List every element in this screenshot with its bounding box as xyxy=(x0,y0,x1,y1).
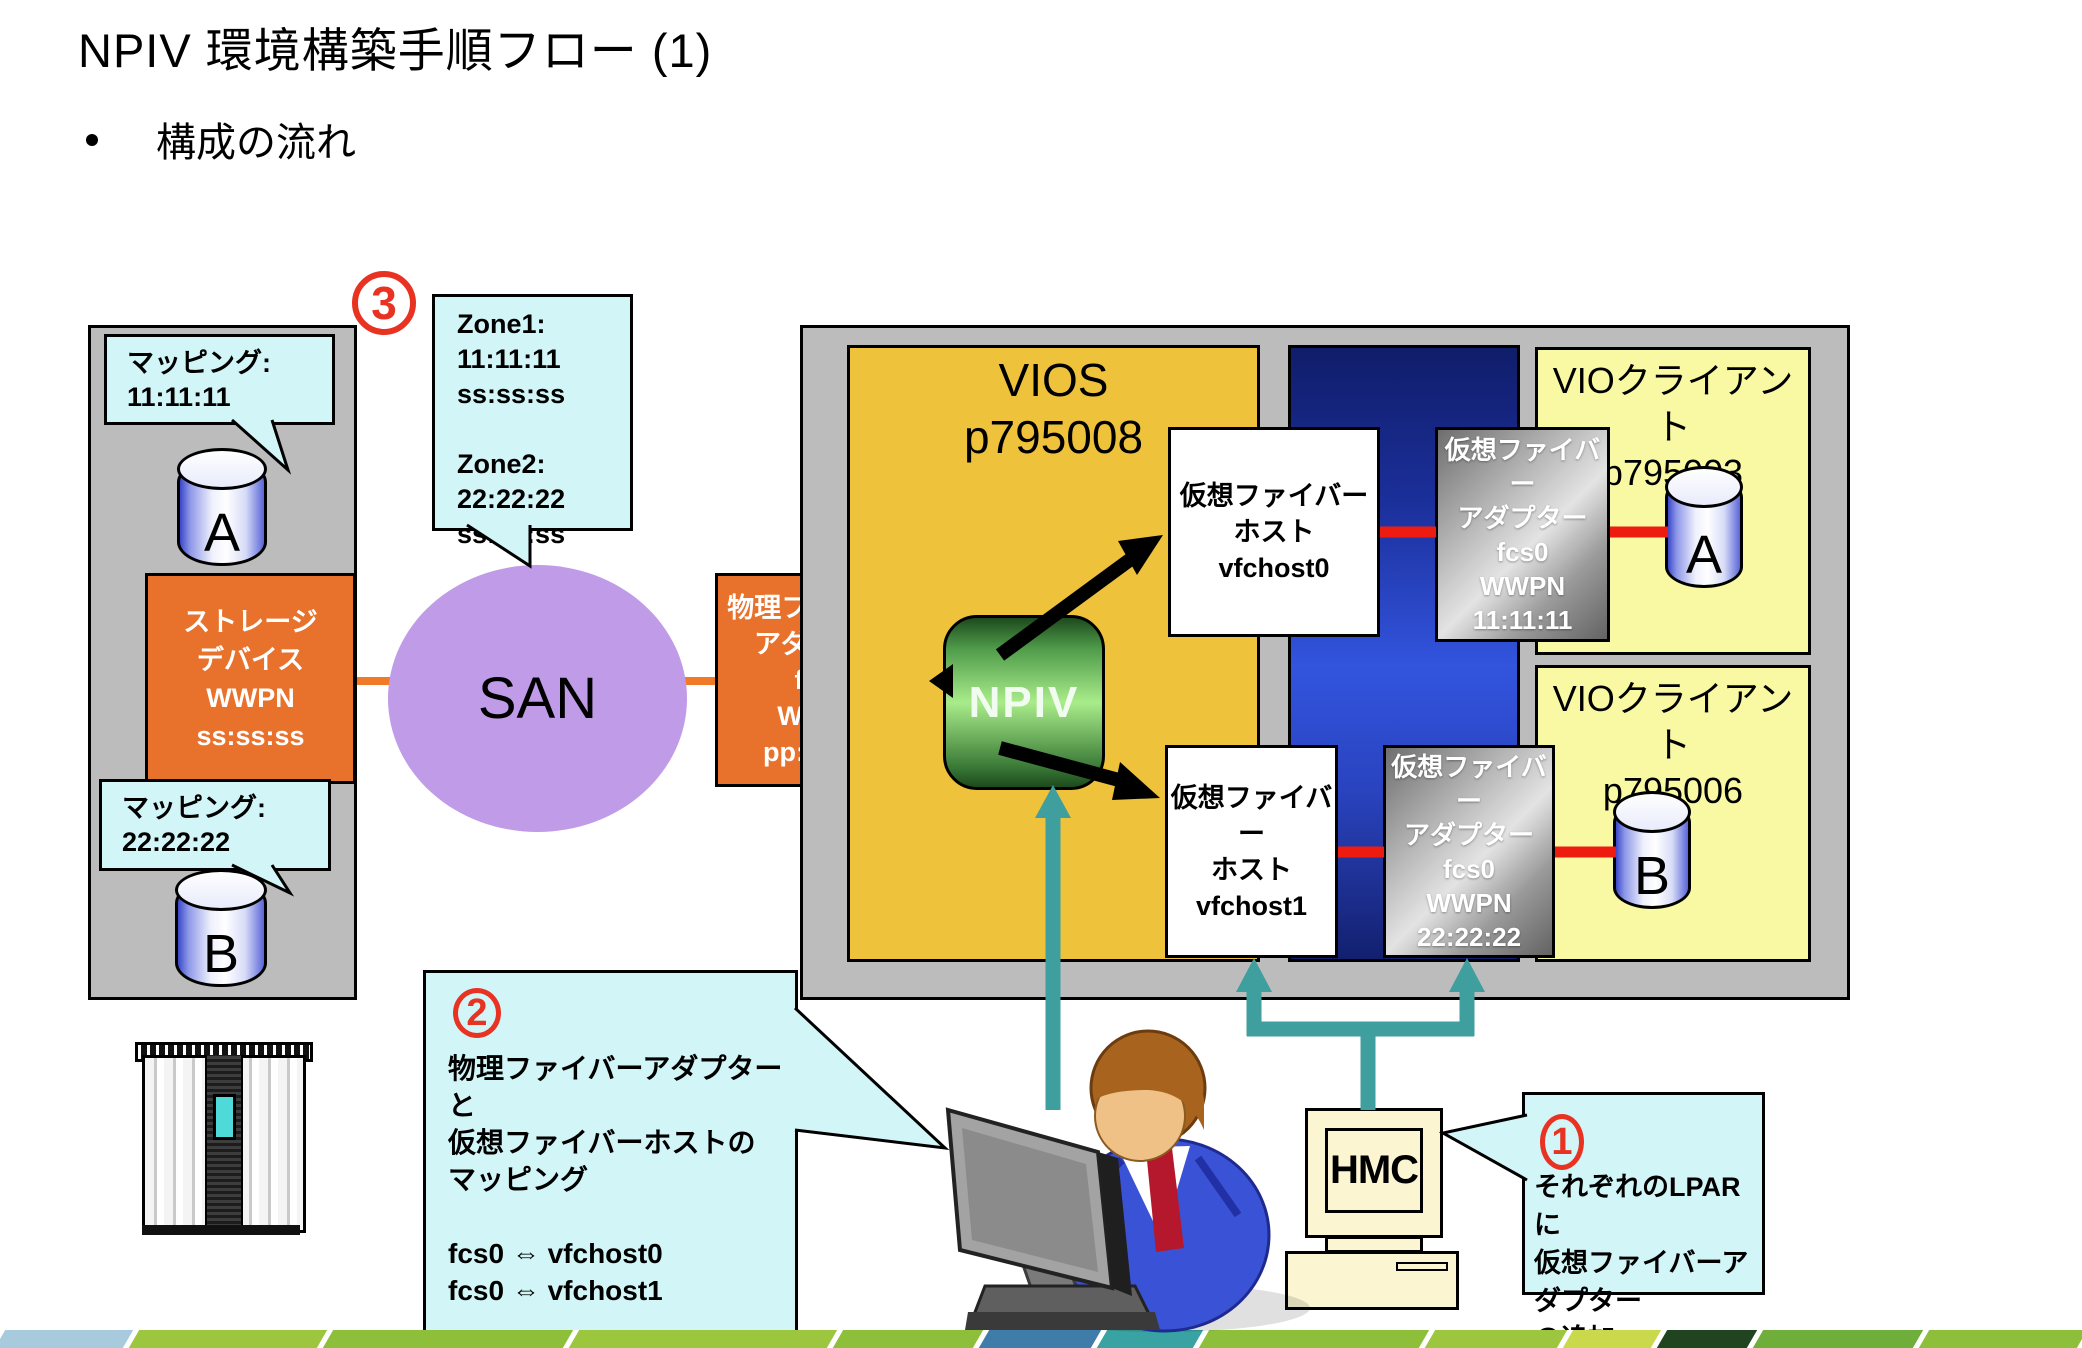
step-2-callout-pointer xyxy=(793,1006,950,1151)
client-a-disk-cylinder: A xyxy=(1665,466,1743,588)
monitor-edge xyxy=(1098,1152,1132,1296)
footer-segment xyxy=(1918,1330,2082,1348)
footer-segment xyxy=(1752,1330,1924,1348)
rack-center-column xyxy=(205,1055,243,1227)
rack-base xyxy=(142,1225,300,1235)
operator-illustration xyxy=(945,1029,1310,1333)
disk-a-top xyxy=(177,448,267,490)
footer-segment xyxy=(1656,1330,1758,1348)
step-1-marker: 1 xyxy=(1540,1114,1584,1170)
vios-host: p795008 xyxy=(963,411,1144,463)
monitor-hinge xyxy=(996,1158,1064,1242)
disk-b-cylinder: B xyxy=(175,869,267,987)
mapping-a-callout: マッピング: 11:11:11 xyxy=(104,334,335,425)
zone-callout: Zone1: 11:11:11 ss:ss:ss Zone2: 22:22:22… xyxy=(432,294,633,549)
monitor-panel xyxy=(945,1107,1115,1291)
footer-segment xyxy=(1198,1330,1430,1348)
client-b-disk-label: B xyxy=(1633,846,1671,906)
step-2-marker: 2 xyxy=(453,988,501,1038)
hmc-base-slot xyxy=(1396,1262,1448,1271)
mapping-b-callout: マッピング: 22:22:22 xyxy=(99,779,331,871)
client-b-disk-cylinder: B xyxy=(1613,791,1691,909)
bullet-item: 構成の流れ xyxy=(156,121,356,165)
step-1-callout-pointer xyxy=(1438,1113,1528,1182)
page-title: NPIV 環境構築手順フロー (1) xyxy=(78,24,713,77)
vfchost1-box: 仮想ファイバー ホスト vfchost1 xyxy=(1165,745,1338,958)
footer-segment xyxy=(832,1330,984,1348)
disk-b-top xyxy=(175,869,267,911)
virtual-adapter-b-box: 仮想ファイバー アダプター fcs0 WWPN 22:22:22 xyxy=(1383,745,1555,958)
footer-segment xyxy=(568,1330,838,1348)
client-a-disk-top xyxy=(1665,466,1743,508)
vios-title: VIOS p795008 xyxy=(847,352,1260,466)
client-b-disk-top xyxy=(1613,791,1691,833)
operator-hair xyxy=(1089,1029,1207,1147)
operator-shadow xyxy=(1010,1284,1310,1332)
monitor-stand xyxy=(1006,1208,1080,1304)
footer-strip xyxy=(0,1330,2082,1348)
monitor-foot-slab xyxy=(965,1312,1160,1330)
san-circle: SAN xyxy=(388,565,687,832)
operator-tie xyxy=(1146,1148,1184,1252)
footer-segment xyxy=(322,1330,574,1348)
step-2-callout-text: 物理ファイバーアダプターと 仮想ファイバーホストの マッピング fcs0 ⇔ v… xyxy=(448,1053,783,1306)
rack-led xyxy=(213,1094,236,1140)
footer-segment xyxy=(128,1330,328,1348)
virtual-adapter-a-box: 仮想ファイバー アダプター fcs0 WWPN 11:11:11 xyxy=(1435,427,1610,642)
operator-fringe xyxy=(1095,1061,1204,1130)
operator-body xyxy=(1059,1137,1271,1333)
operator-lapels xyxy=(1067,1155,1242,1218)
step-1-callout-text: それぞれのLPAR に 仮想ファイバーアダプター の追加 xyxy=(1534,1172,1749,1348)
bullet-icon xyxy=(86,134,98,146)
footer-segment xyxy=(1096,1330,1204,1348)
npiv-node: NPIV xyxy=(943,615,1105,790)
vios-name: VIOS xyxy=(998,354,1109,406)
hmc-screen: HMC xyxy=(1325,1128,1423,1213)
server-rack-icon xyxy=(135,1042,313,1238)
footer-segment xyxy=(0,1330,134,1348)
operator-shirt xyxy=(1118,1146,1190,1240)
disk-a-label: A xyxy=(203,503,241,563)
disk-b-label: B xyxy=(202,924,240,984)
vio-client-b-name: VIOクライアント xyxy=(1552,678,1794,765)
hmc-keyboard-base xyxy=(1285,1251,1459,1310)
step-3-marker: 3 xyxy=(352,271,416,335)
client-a-disk-label: A xyxy=(1685,525,1723,585)
footer-segment xyxy=(1424,1330,1568,1348)
monitor-screen xyxy=(962,1128,1098,1272)
disk-a-cylinder: A xyxy=(177,448,267,566)
monitor-foot xyxy=(969,1284,1155,1322)
footer-segment xyxy=(1562,1330,1662,1348)
vio-client-a-name: VIOクライアント xyxy=(1552,360,1794,447)
vfchost0-box: 仮想ファイバー ホスト vfchost0 xyxy=(1168,427,1380,637)
footer-segment xyxy=(978,1330,1102,1348)
operator-face xyxy=(1094,1070,1186,1162)
storage-device-box: ストレージ デバイス WWPN ss:ss:ss xyxy=(145,573,356,784)
